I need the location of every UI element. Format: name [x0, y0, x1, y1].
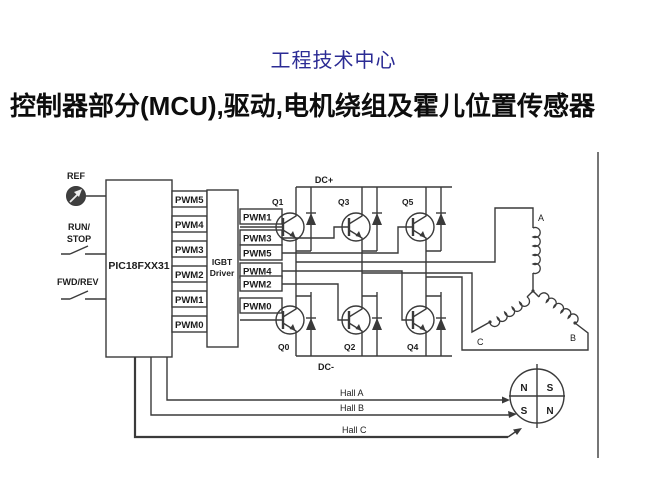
pwm-output-label: PWM5 — [175, 195, 204, 206]
potentiometer-arrow-tip — [74, 189, 82, 197]
gate-box-pwm1 — [239, 208, 283, 225]
pwm-output-label: PWM0 — [175, 320, 204, 331]
gate-label: PWM1 — [243, 213, 272, 224]
phase-wires — [296, 207, 589, 351]
run-stop-switch — [61, 245, 106, 255]
q4-label: Q4 — [407, 342, 419, 352]
pole-top-left: N — [520, 383, 527, 394]
slide-heading: 控制器部分(MCU),驱动,电机绕组及霍儿位置传感器 — [10, 91, 595, 121]
diode-q4 — [435, 291, 447, 357]
phase-c-label: C — [477, 337, 484, 347]
igbt-driver-label-2: Driver — [210, 268, 235, 278]
gate-label: PWM4 — [243, 267, 272, 278]
diode-q5 — [435, 186, 447, 252]
winding-a-coil — [532, 226, 541, 275]
pwm-output-label: PWM4 — [175, 220, 204, 231]
diode-q1 — [305, 186, 317, 252]
hall-c-line — [133, 357, 508, 439]
fwd-rev-label: FWD/REV — [57, 277, 99, 287]
phase-c-wire — [362, 272, 491, 334]
hall-a-arrow — [502, 396, 510, 404]
gate-label: PWM5 — [243, 249, 272, 260]
pole-bottom-right: N — [546, 406, 553, 417]
hall-rotor-cross — [509, 364, 565, 428]
dc-minus-label: DC- — [318, 362, 334, 372]
gate-signal-bus: PWM1 PWM3 PWM5 PWM4 PWM2 PWM0 — [239, 208, 283, 314]
gate-label: PWM3 — [243, 234, 272, 245]
slide-title: 工程技术中心 — [270, 50, 397, 72]
pwm-output-label: PWM3 — [175, 245, 204, 256]
winding-c-end-dot — [488, 320, 492, 324]
motor-windings — [488, 226, 581, 330]
gate-label: PWM2 — [243, 280, 272, 291]
hall-sensor: N S S N — [509, 364, 565, 428]
q0-label: Q0 — [278, 342, 290, 352]
hall-b-line — [150, 357, 510, 416]
winding-b-end-dot — [573, 321, 577, 325]
phase-b-label: B — [570, 333, 576, 343]
gate-label: PWM0 — [243, 302, 272, 313]
fwd-rev-switch — [61, 290, 106, 300]
mcu-label: PIC18FXX31 — [108, 260, 169, 272]
diode-q3 — [371, 186, 383, 252]
pwm-output-label: PWM2 — [175, 270, 204, 281]
pwm-output-bus: PWM5 PWM4 PWM3 PWM2 PWM1 PWM0 — [171, 190, 208, 333]
phase-a-wire — [296, 207, 534, 263]
winding-b-coil — [537, 290, 581, 325]
hall-c-label: Hall C — [342, 425, 367, 435]
pole-top-right: S — [547, 383, 554, 394]
diode-q0 — [305, 291, 317, 357]
q1-label: Q1 — [272, 197, 284, 207]
igbt-driver-block — [206, 189, 239, 348]
hall-b-label: Hall B — [340, 403, 364, 413]
phase-a-label: A — [538, 213, 544, 223]
q2-label: Q2 — [344, 342, 356, 352]
pwm-output-label: PWM1 — [175, 295, 204, 306]
diode-q2 — [371, 291, 383, 357]
winding-c-coil — [488, 296, 533, 330]
q3-label: Q3 — [338, 197, 350, 207]
hall-c-arrow — [513, 428, 522, 435]
hall-a-label: Hall A — [340, 388, 364, 398]
star-point — [531, 289, 535, 293]
pole-bottom-left: S — [521, 406, 528, 417]
hall-feedback-lines — [133, 357, 522, 439]
gate-box-pwm0 — [239, 297, 283, 314]
igbt-driver-label-1: IGBT — [212, 257, 233, 267]
ref-label: REF — [67, 171, 86, 181]
hall-a-line — [166, 357, 503, 401]
hall-b-arrow — [508, 411, 517, 418]
run-stop-label-2: STOP — [67, 234, 91, 244]
q5-label: Q5 — [402, 197, 414, 207]
ref-potentiometer-icon — [66, 186, 86, 206]
phase-b-wire — [426, 276, 589, 351]
run-stop-label-1: RUN/ — [68, 222, 90, 232]
dc-plus-label: DC+ — [315, 175, 333, 185]
